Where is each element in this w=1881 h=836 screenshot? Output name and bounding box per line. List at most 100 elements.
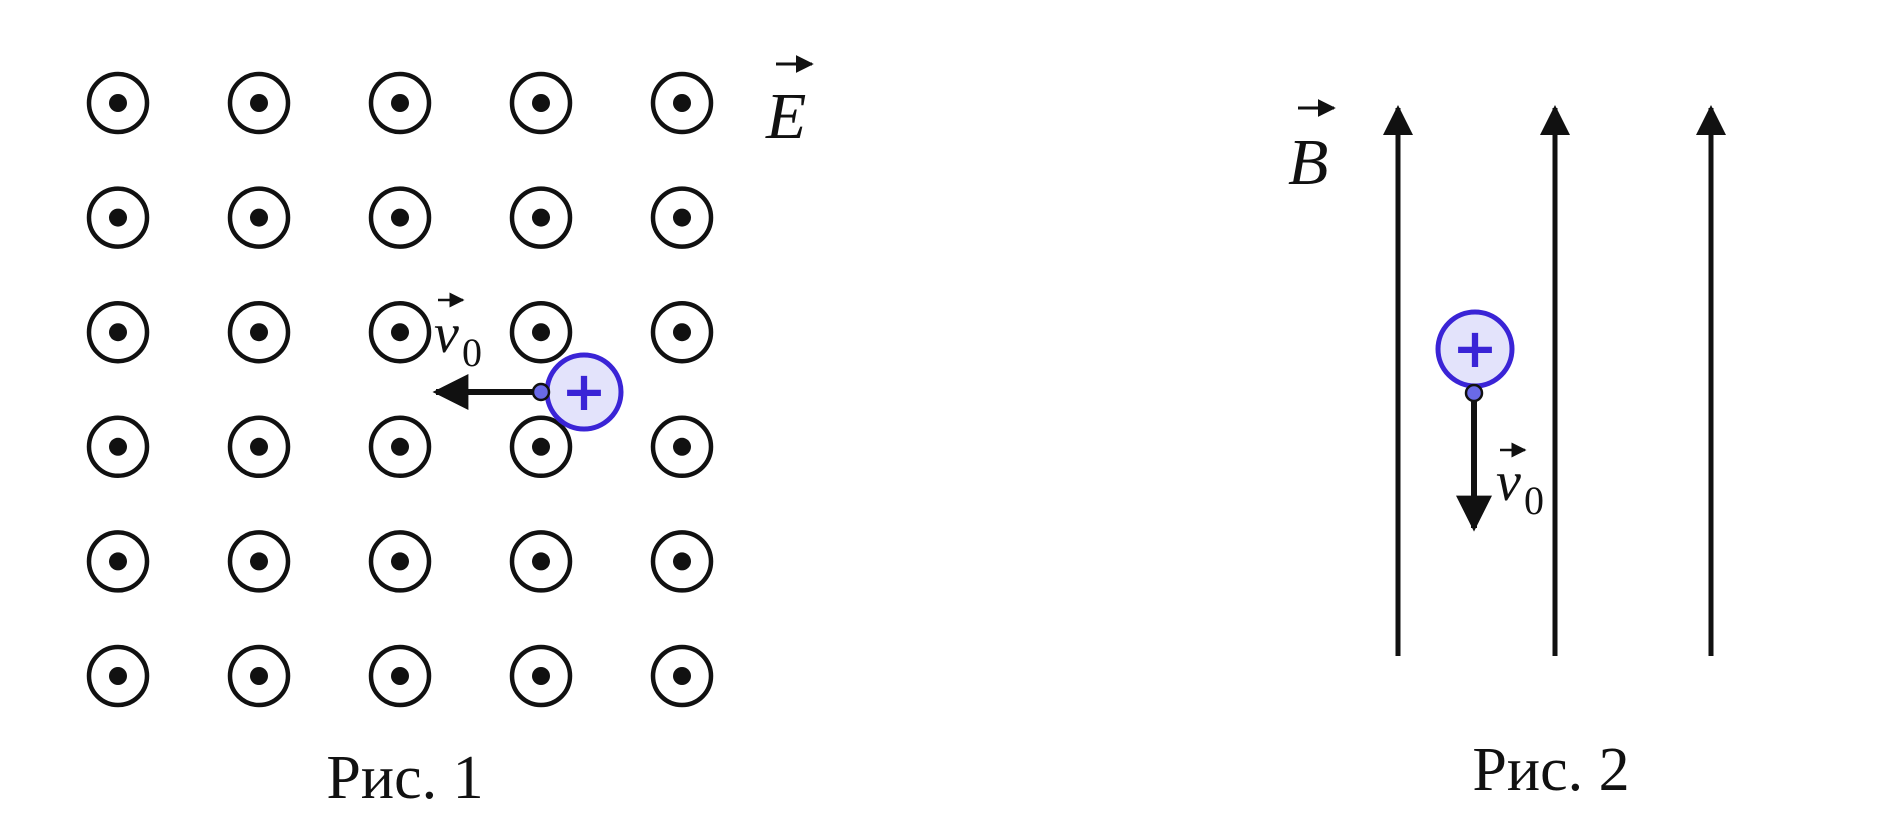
field-symbol-ring — [650, 71, 714, 135]
field-symbol-dot — [250, 437, 268, 456]
field-symbol-dot — [532, 437, 550, 456]
field-e-letter: E — [765, 80, 806, 153]
caption-fig2: Рис. 2 — [1472, 736, 1629, 804]
field-symbol-ring — [509, 530, 573, 593]
velocity-letter-fig2: v — [1496, 451, 1521, 513]
field-symbol-ring — [368, 186, 432, 249]
field-symbol-dot — [673, 94, 691, 112]
field-out-of-page-icon — [227, 530, 291, 593]
field-out-of-page-icon — [227, 644, 291, 708]
field-symbol-dot — [109, 323, 127, 342]
field-symbol-ring — [509, 415, 573, 479]
field-out-of-page-icon — [509, 71, 573, 135]
field-symbol-dot — [673, 667, 691, 685]
field-out-of-page-icon — [509, 415, 573, 479]
field-out-of-page-icon — [368, 300, 432, 364]
field-out-of-page-icon — [650, 415, 714, 479]
field-b-letter: B — [1288, 126, 1328, 199]
field-symbol-dot — [391, 323, 409, 342]
positive-charge-fig2: + — [1435, 309, 1515, 389]
field-out-of-page-icon — [86, 530, 150, 593]
field-symbol-dot — [532, 208, 550, 227]
field-out-of-page-icon — [227, 415, 291, 479]
field-symbol-dot — [109, 94, 127, 112]
field-symbol-ring — [86, 186, 150, 249]
field-symbol-dot — [673, 323, 691, 342]
field-symbol-ring — [650, 300, 714, 364]
field-symbol-dot — [532, 552, 550, 571]
field-out-of-page-icon — [509, 186, 573, 249]
field-symbol-dot — [250, 208, 268, 227]
field-symbol-ring — [509, 71, 573, 135]
field-symbol-ring — [227, 186, 291, 249]
field-symbol-dot — [673, 552, 691, 571]
field-symbol-ring — [227, 300, 291, 364]
field-symbol-dot — [250, 552, 268, 571]
field-out-of-page-icon — [368, 644, 432, 708]
field-symbol-dot — [109, 437, 127, 456]
field-symbol-ring — [650, 644, 714, 708]
field-out-of-page-icon — [650, 530, 714, 593]
field-symbol-dot — [391, 208, 409, 227]
field-symbol-ring — [509, 300, 573, 364]
field-e-label: E — [765, 55, 814, 153]
field-out-of-page-icon — [509, 644, 573, 708]
field-symbol-dot — [109, 208, 127, 227]
field-symbol-dot — [391, 94, 409, 112]
field-symbol-dot — [391, 552, 409, 571]
field-b-lines — [1383, 105, 1726, 656]
field-symbol-ring — [227, 644, 291, 708]
velocity-origin-dot-fig1 — [531, 382, 551, 402]
charge-sign-fig1: + — [561, 360, 606, 423]
field-symbol-dot — [532, 94, 550, 112]
field-out-of-page-icon — [86, 644, 150, 708]
field-out-of-page-icon — [86, 71, 150, 135]
field-symbol-dot — [673, 208, 691, 227]
field-symbol-ring — [368, 530, 432, 593]
field-symbol-ring — [86, 530, 150, 593]
charge-sign-fig2: + — [1452, 317, 1497, 380]
field-out-of-page-icon — [86, 300, 150, 364]
velocity-origin-dot-fig2 — [1464, 383, 1484, 403]
field-symbol-ring — [368, 415, 432, 479]
field-out-of-page-icon — [650, 300, 714, 364]
field-symbol-dot — [391, 667, 409, 685]
figure-1: E v 0 + Рис. 1 — [86, 55, 814, 812]
positive-charge-fig1: + — [531, 352, 624, 432]
field-symbol-ring — [368, 71, 432, 135]
field-b-label: B — [1288, 99, 1336, 199]
velocity-subscript-fig1: 0 — [462, 330, 482, 375]
field-symbol-ring — [86, 415, 150, 479]
field-symbol-dot — [250, 94, 268, 112]
field-symbol-dot — [109, 667, 127, 685]
figure-2: B + v 0 Рис. 2 — [1288, 99, 1726, 804]
field-symbol-ring — [227, 71, 291, 135]
field-symbol-ring — [509, 644, 573, 708]
field-out-of-page-icon — [86, 415, 150, 479]
field-symbol-ring — [650, 186, 714, 249]
field-symbol-ring — [509, 186, 573, 249]
field-symbol-ring — [86, 71, 150, 135]
field-out-of-page-icon — [368, 71, 432, 135]
field-out-of-page-icon — [227, 300, 291, 364]
field-e-symbols-out-of-page — [86, 71, 714, 708]
field-symbol-ring — [650, 530, 714, 593]
caption-fig1: Рис. 1 — [326, 744, 483, 812]
field-out-of-page-icon — [227, 186, 291, 249]
field-symbol-dot — [250, 667, 268, 685]
field-symbol-dot — [391, 437, 409, 456]
field-out-of-page-icon — [509, 300, 573, 364]
field-out-of-page-icon — [650, 186, 714, 249]
velocity-letter-fig1: v — [434, 303, 459, 365]
field-out-of-page-icon — [509, 530, 573, 593]
field-symbol-dot — [673, 437, 691, 456]
field-symbol-ring — [227, 415, 291, 479]
field-symbol-ring — [368, 300, 432, 364]
field-symbol-dot — [250, 323, 268, 342]
field-out-of-page-icon — [368, 530, 432, 593]
field-symbol-ring — [650, 415, 714, 479]
field-out-of-page-icon — [368, 186, 432, 249]
field-out-of-page-icon — [368, 415, 432, 479]
field-symbol-dot — [532, 667, 550, 685]
